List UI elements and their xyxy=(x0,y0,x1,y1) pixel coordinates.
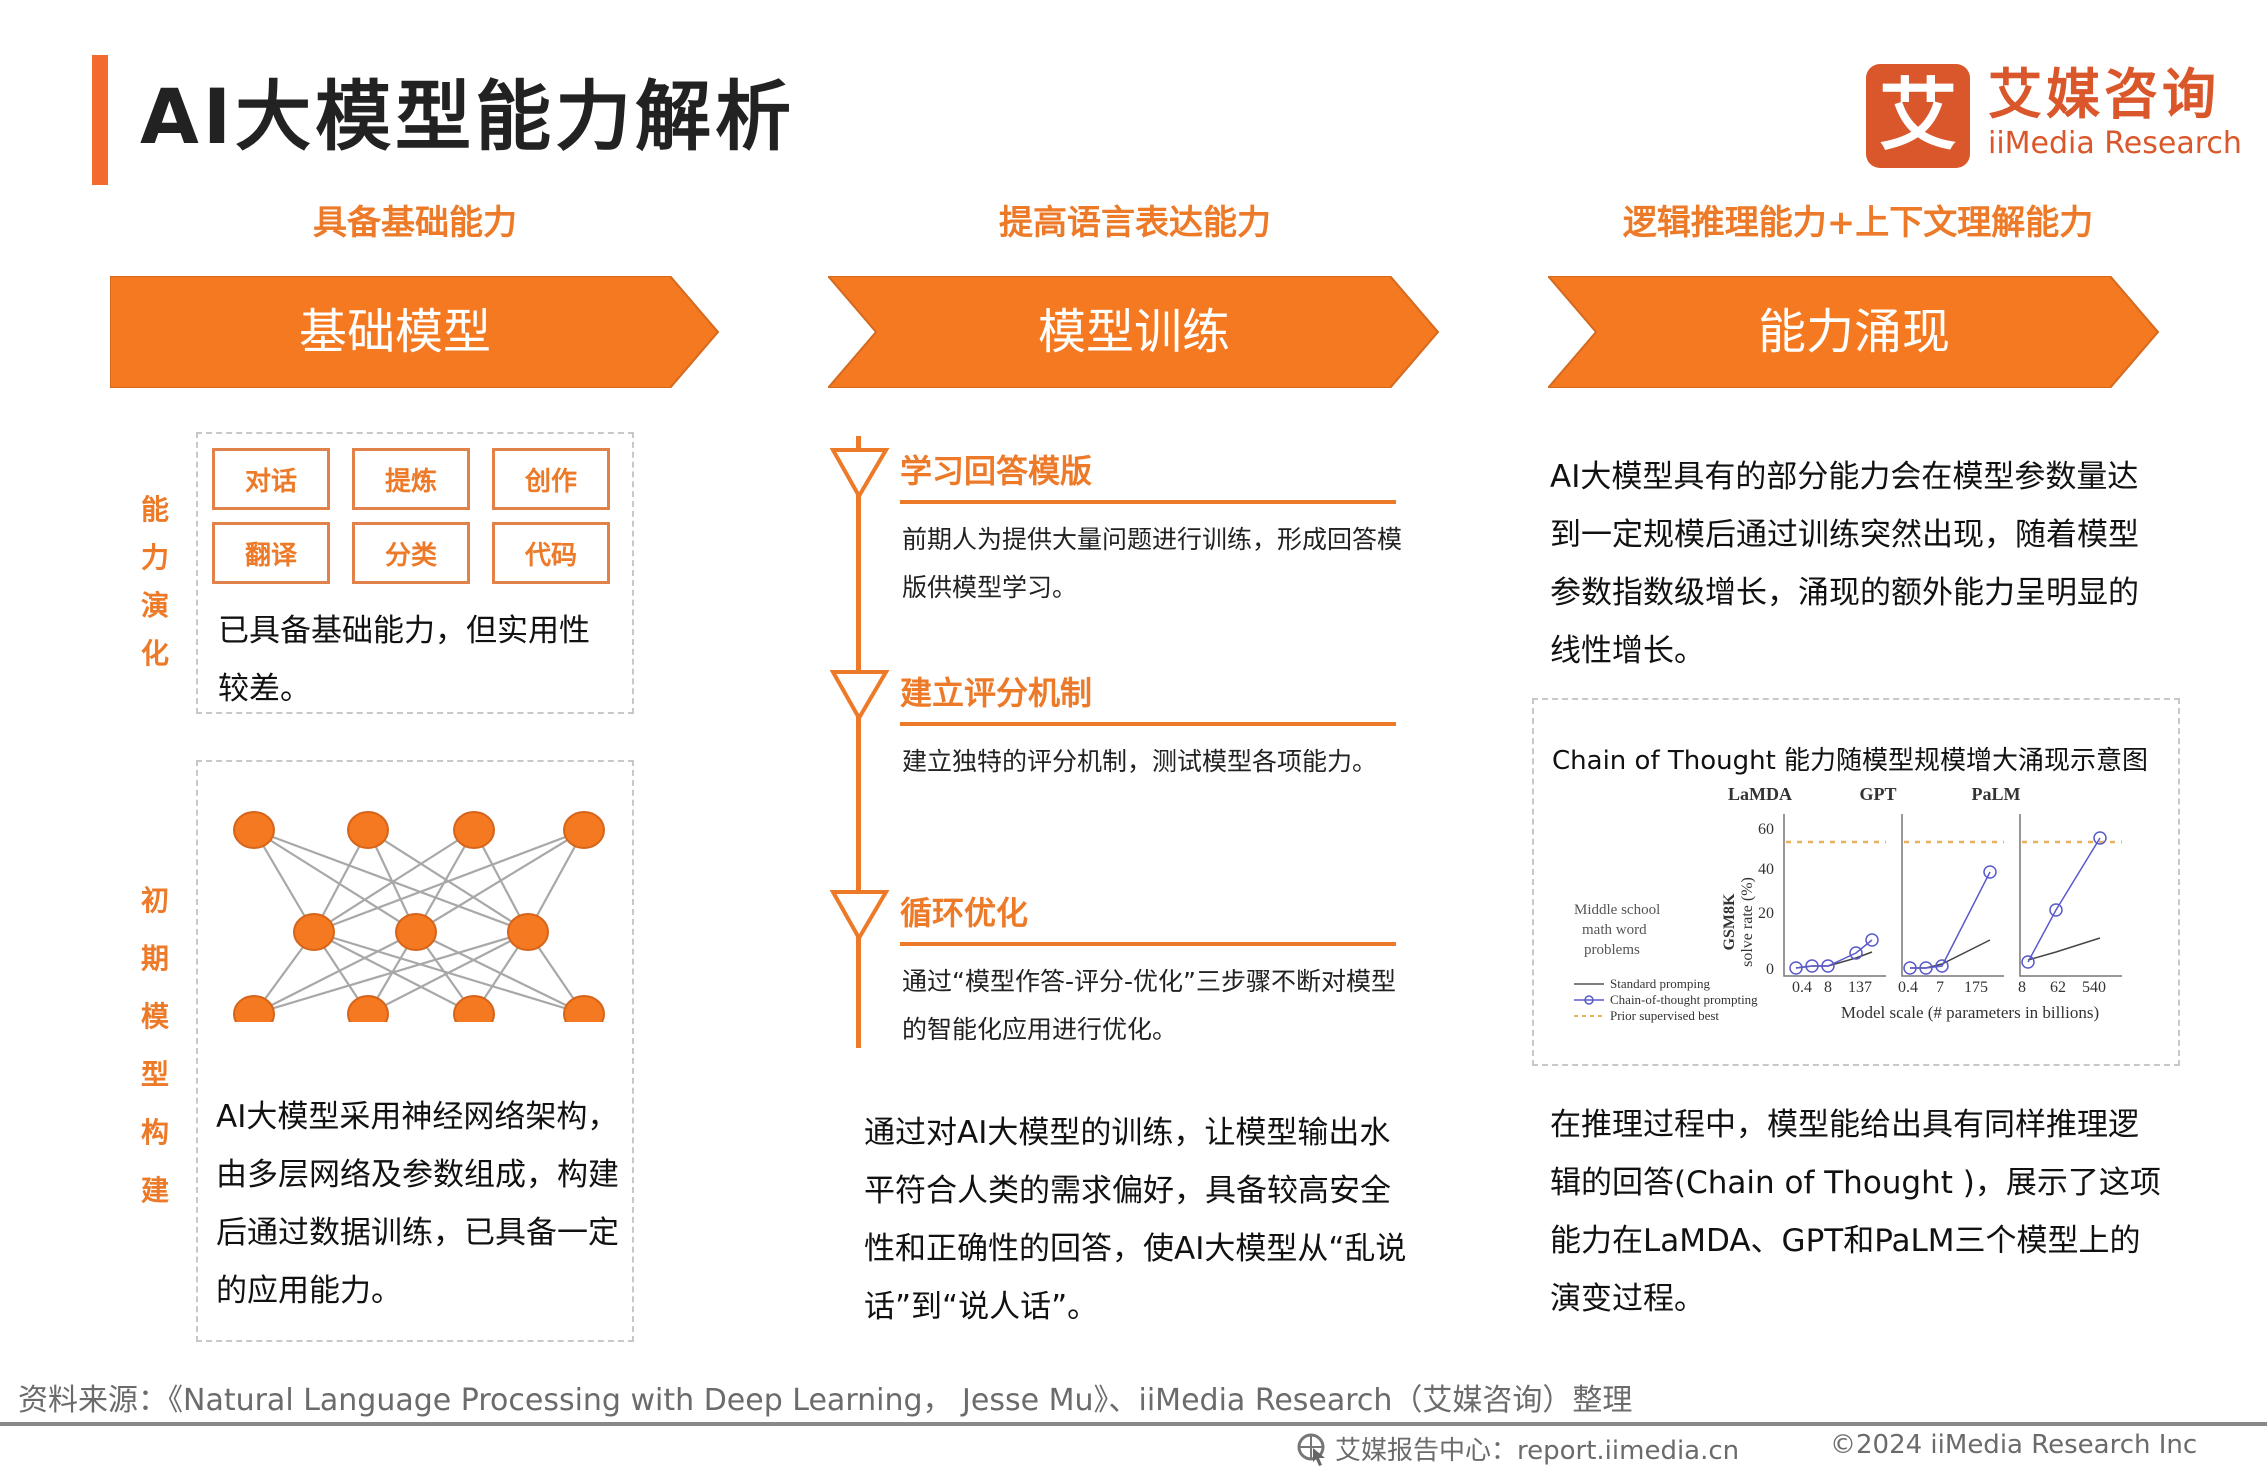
triangle-down-icon xyxy=(830,670,890,723)
cot-line-chart: Middle school math word problems LaMDA G… xyxy=(1574,784,2122,1023)
svg-text:8: 8 xyxy=(1824,979,1832,996)
arrow-label: 基础模型 xyxy=(298,304,491,360)
svg-text:8: 8 xyxy=(2018,979,2026,996)
column-heading-training: 提高语言表达能力 xyxy=(999,203,1271,243)
step-title: 建立评分机制 xyxy=(900,674,1093,712)
skill-translation: 翻译 xyxy=(212,522,330,584)
footer-divider xyxy=(0,1422,2267,1426)
step-title: 学习回答模版 xyxy=(900,452,1093,490)
svg-text:PaLM: PaLM xyxy=(1972,784,2021,804)
svg-text:LaMDA: LaMDA xyxy=(1728,784,1792,804)
globe-cursor-icon xyxy=(1297,1433,1325,1466)
step-divider xyxy=(900,942,1396,946)
stage-arrow-emergence: 能力涌现 xyxy=(1548,276,2160,388)
report-center: 艾媒报告中心：report.iimedia.cn xyxy=(1295,1430,1739,1467)
svg-text:GSM8K: GSM8K xyxy=(1721,893,1738,950)
logo-name-en: iiMedia Research xyxy=(1988,126,2242,161)
column-heading-emergence: 逻辑推理能力+上下文理解能力 xyxy=(1622,203,2094,243)
skill-extraction: 提炼 xyxy=(352,448,470,510)
step-title: 循环优化 xyxy=(900,894,1029,932)
initial-model-text: AI大模型采用神经网络架构，由多层网络及参数组成，构建后通过数据训练，已具备一定… xyxy=(216,1099,619,1309)
pentagon-arrow-icon xyxy=(110,276,720,388)
iimedia-logo: 艾 艾媒咨询 iiMedia Research xyxy=(1866,64,2242,168)
source-note: 资料来源：《Natural Language Processing with D… xyxy=(18,1383,1633,1418)
step-divider xyxy=(900,500,1396,504)
stage-arrow-basic-model: 基础模型 xyxy=(110,276,720,388)
svg-text:175: 175 xyxy=(1964,979,1988,996)
svg-text:20: 20 xyxy=(1758,905,1774,922)
stage-arrow-model-training: 模型训练 xyxy=(828,276,1440,388)
chevron-arrow-icon xyxy=(828,276,1440,388)
copyright: ©2024 iiMedia Research Inc xyxy=(1830,1430,2198,1460)
training-summary: 通过对AI大模型的训练，让模型输出水平符合人类的需求偏好，具备较高安全性和正确性… xyxy=(864,1115,1407,1325)
skill-classification: 分类 xyxy=(352,522,470,584)
svg-text:540: 540 xyxy=(2082,979,2106,996)
step-scoring-mechanism: 建立评分机制 建立独特的评分机制，测试模型各项能力。 xyxy=(830,668,1400,788)
step-divider xyxy=(900,722,1396,726)
emergence-summary: 在推理过程中，模型能给出具有同样推理逻辑的回答(Chain of Thought… xyxy=(1550,1107,2161,1317)
svg-text:Model scale (# parameters in b: Model scale (# parameters in billions) xyxy=(1841,1003,2099,1022)
task-label: Middle school xyxy=(1574,902,1660,918)
svg-text:40: 40 xyxy=(1758,861,1774,878)
arrow-label: 能力涌现 xyxy=(1757,304,1950,360)
neural-network-icon xyxy=(233,811,605,1022)
side-label-ability-evolution: 能 力 演 化 xyxy=(140,493,169,670)
initial-model-box: AI大模型采用神经网络架构，由多层网络及参数组成，构建后通过数据训练，已具备一定… xyxy=(196,760,634,1342)
skill-creation: 创作 xyxy=(492,448,610,510)
triangle-down-icon xyxy=(830,890,890,943)
triangle-down-icon xyxy=(830,448,890,501)
page-title: AI大模型能力解析 xyxy=(140,72,796,161)
svg-text:Chain-of-thought prompting: Chain-of-thought prompting xyxy=(1610,992,1758,1007)
ability-text: 已具备基础能力，但实用性较差。 xyxy=(218,613,590,707)
svg-text:GPT: GPT xyxy=(1859,784,1896,804)
title-accent-bar xyxy=(92,55,108,185)
cot-chart-figure: Chain of Thought 能力随模型规模增大涌现示意图 Middle s… xyxy=(1532,698,2180,1066)
step-learn-templates: 学习回答模版 前期人为提供大量问题进行训练，形成回答模版供模型学习。 xyxy=(830,446,1402,606)
step-description: 通过“模型作答-评分-优化”三步骤不断对模型的智能化应用进行优化。 xyxy=(902,967,1396,1044)
column-heading-basic: 具备基础能力 xyxy=(313,203,517,243)
svg-text:60: 60 xyxy=(1758,821,1774,838)
svg-text:Prior supervised best: Prior supervised best xyxy=(1610,1008,1719,1023)
svg-text:62: 62 xyxy=(2050,979,2066,996)
logo-mark-icon: 艾 xyxy=(1866,64,1970,168)
svg-text:137: 137 xyxy=(1848,979,1872,996)
timeline-line xyxy=(856,436,861,1048)
report-center-link[interactable]: 艾媒报告中心：report.iimedia.cn xyxy=(1335,1436,1740,1466)
svg-text:0.4: 0.4 xyxy=(1898,979,1918,996)
skill-grid: 对话 提炼 创作 翻译 分类 代码 xyxy=(212,448,610,584)
svg-text:math word: math word xyxy=(1582,922,1647,938)
step-description: 前期人为提供大量问题进行训练，形成回答模版供模型学习。 xyxy=(902,525,1403,602)
emergence-intro: AI大模型具有的部分能力会在模型参数量达到一定规模后通过训练突然出现，随着模型参… xyxy=(1550,459,2139,669)
skill-code: 代码 xyxy=(492,522,610,584)
svg-text:7: 7 xyxy=(1936,979,1944,996)
chart-title: Chain of Thought 能力随模型规模增大涌现示意图 xyxy=(1552,746,2149,776)
svg-text:Standard promping: Standard promping xyxy=(1610,976,1711,991)
svg-text:0.4: 0.4 xyxy=(1792,979,1812,996)
ability-box: 对话 提炼 创作 翻译 分类 代码 已具备基础能力，但实用性较差。 xyxy=(196,432,634,714)
logo-name-cn: 艾媒咨询 xyxy=(1988,63,2220,126)
step-description: 建立独特的评分机制，测试模型各项能力。 xyxy=(902,747,1378,776)
svg-text:problems: problems xyxy=(1584,942,1640,958)
skill-dialogue: 对话 xyxy=(212,448,330,510)
step-iterative-optimization: 循环优化 通过“模型作答-评分-优化”三步骤不断对模型的智能化应用进行优化。 xyxy=(830,888,1400,1048)
chevron-arrow-icon xyxy=(1548,276,2160,388)
side-label-initial-model: 初 期 模 型 构 建 xyxy=(140,884,169,1207)
arrow-label: 模型训练 xyxy=(1037,304,1230,360)
svg-text:solve rate (%): solve rate (%) xyxy=(1739,877,1756,967)
svg-text:0: 0 xyxy=(1766,961,1774,978)
